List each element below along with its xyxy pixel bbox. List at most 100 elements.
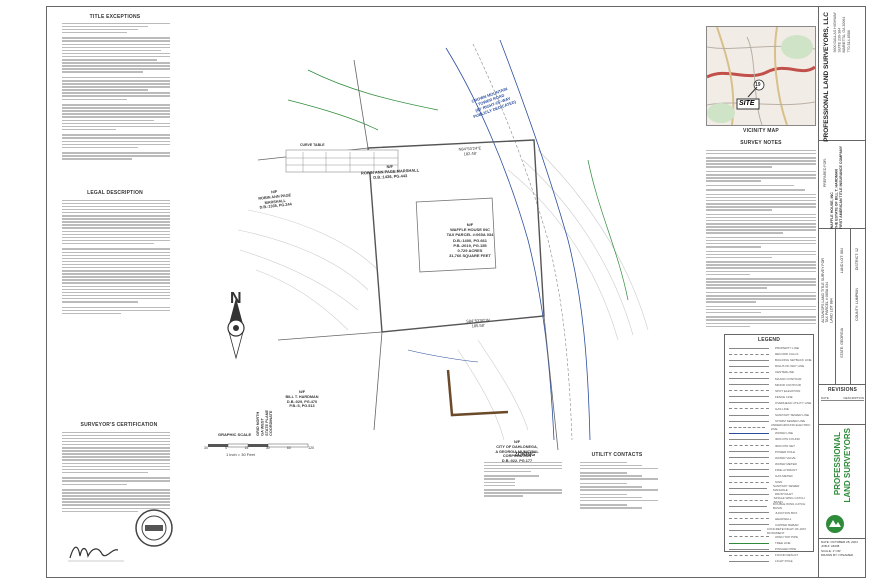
legend-label: SANITARY SEWER LINE bbox=[775, 413, 810, 418]
legend-item: DROP INLET bbox=[729, 491, 813, 497]
legend-label: PINCHED PIPE bbox=[775, 547, 797, 552]
legend-item: FENCE LINE bbox=[729, 394, 813, 400]
site-plan bbox=[208, 39, 649, 451]
legend-symbol bbox=[729, 524, 769, 526]
legend-symbol bbox=[729, 505, 767, 507]
legend-label: BUILDING SETBACK LINE bbox=[775, 358, 812, 363]
legend-label: IRON PIN FOUND bbox=[775, 437, 800, 442]
legend-label: MAJOR CONTOUR bbox=[775, 376, 802, 381]
legend-label: GAS LINE bbox=[775, 406, 789, 411]
legend-label: SINGLE WING CATCH BASIN bbox=[773, 496, 805, 505]
legend-item: RIGHT-OF-WAY LINE bbox=[729, 363, 813, 369]
north-arrow-letter: N bbox=[230, 290, 242, 307]
legend-item: WATER VALVE bbox=[729, 455, 813, 461]
legend-label: CAPPED REBAR bbox=[775, 522, 799, 527]
legend-item: PROPERTY LINE bbox=[729, 345, 813, 351]
legend-symbol bbox=[729, 390, 769, 392]
legend-symbol bbox=[729, 457, 769, 459]
legend-item: WATER LINE bbox=[729, 430, 813, 436]
scale-label: SCALE: 1"=30' bbox=[821, 548, 841, 553]
graphic-scale-title: GRAPHIC SCALE bbox=[218, 432, 252, 437]
county-label: COUNTY: LUMPKIN bbox=[855, 288, 859, 321]
legend-label: DROP INLET bbox=[775, 492, 793, 497]
drawing-frame bbox=[46, 6, 866, 578]
legend-symbol bbox=[729, 518, 769, 520]
legend-item: IRON PIN SET bbox=[729, 443, 813, 449]
legend-label: POWER POLE bbox=[775, 449, 796, 454]
vicinity-site-label: SITE bbox=[739, 100, 755, 107]
legend-symbol bbox=[729, 378, 769, 380]
legend-symbol bbox=[729, 554, 769, 556]
legend-item: JUNCTION BOX bbox=[729, 510, 813, 516]
legend-label: SPOT ELEVATION bbox=[775, 388, 801, 393]
legend-item: GAS METER bbox=[729, 473, 813, 479]
legal-description-text bbox=[62, 198, 170, 316]
legend-item: CONCRETE RIGHT-OF-WAY MONUMENT bbox=[729, 526, 813, 535]
legend-symbol bbox=[729, 445, 769, 447]
legend-symbol bbox=[729, 432, 769, 434]
legend-item: CAPPED REBAR bbox=[729, 522, 813, 528]
legend-symbol bbox=[729, 487, 767, 489]
legend-item: UNDERGROUND ELECTRIC LINE bbox=[729, 423, 813, 431]
sheet-info: DATE: OCTOBER 28, 2024 JOB #: 24038 SCAL… bbox=[821, 540, 866, 558]
legend-item: WATER METER bbox=[729, 461, 813, 467]
legend-item: POWER POLE bbox=[729, 449, 813, 455]
survey-notes-heading: SURVEY NOTES bbox=[740, 140, 782, 146]
legend-symbol bbox=[729, 493, 769, 495]
legend-label: MINOR CONTOUR bbox=[775, 382, 801, 387]
certification-text bbox=[62, 430, 170, 514]
vicinity-map-heading: VICINITY MAP bbox=[743, 128, 779, 134]
survey-notes-text bbox=[706, 148, 816, 329]
legend-label: RECORD CALLS bbox=[775, 352, 799, 357]
legend-symbol bbox=[729, 359, 769, 361]
legend-label: FENCE LINE bbox=[775, 394, 793, 399]
surveyors-certification-heading: SURVEYOR'S CERTIFICATION bbox=[80, 422, 158, 428]
legend-item: SPOT ELEVATION bbox=[729, 388, 813, 394]
legend-item: SANITARY SEWER LINE bbox=[729, 412, 813, 418]
legend-symbol bbox=[729, 353, 769, 355]
vicinity-route-label: 19 bbox=[755, 82, 761, 88]
drawn-label: DRAWN BY: NTEAMED bbox=[821, 553, 854, 558]
legend-item: STORM SEWER LINE bbox=[729, 418, 813, 424]
legend-item: BUILDING SETBACK LINE bbox=[729, 357, 813, 363]
legend-symbol bbox=[729, 408, 769, 410]
legend-item: SIGN bbox=[729, 479, 813, 485]
zoning-heading: ZONING bbox=[514, 452, 536, 458]
utility-contacts-heading: UTILITY CONTACTS bbox=[591, 452, 643, 458]
north-arrow-symbol bbox=[227, 298, 245, 360]
legend-item: SINGLE WING CATCH BASIN bbox=[729, 496, 813, 505]
legend-item: FOUND RESULT bbox=[729, 552, 813, 558]
job-label: JOB #: 24038 bbox=[821, 544, 840, 549]
firm-logo-icon bbox=[826, 515, 844, 533]
legend-symbol bbox=[729, 548, 769, 550]
utility-contacts-text bbox=[580, 460, 658, 511]
legend-item: SANITARY SEWER MANHOLE bbox=[729, 484, 813, 492]
legend-item: IRON PIN FOUND bbox=[729, 436, 813, 442]
district-label: DISTRICT: 12 bbox=[855, 248, 859, 271]
curve-table bbox=[285, 149, 399, 173]
legend-symbol bbox=[729, 463, 769, 465]
legend-symbol bbox=[729, 365, 769, 367]
title-exceptions-text bbox=[62, 21, 170, 161]
legend-label: CONCRETE RIGHT-OF-WAY MONUMENT bbox=[766, 526, 807, 535]
legend-symbol bbox=[729, 414, 769, 416]
legend-item: TREE LINE bbox=[729, 540, 813, 546]
legend-item: GAS LINE bbox=[729, 406, 813, 412]
legend-item: OPEN TOP PIPE bbox=[729, 534, 813, 540]
graphic-scale-note: 1 inch = 30 Feet bbox=[226, 452, 255, 457]
legend-label: WATER METER bbox=[775, 461, 797, 466]
legend-label: SIGN bbox=[775, 480, 783, 485]
legend-label: FOUND RESULT bbox=[775, 553, 799, 558]
legend-item: PINCHED PIPE bbox=[729, 546, 813, 552]
legend-label: HEADWALL bbox=[775, 516, 792, 521]
legend-symbol bbox=[729, 560, 769, 562]
